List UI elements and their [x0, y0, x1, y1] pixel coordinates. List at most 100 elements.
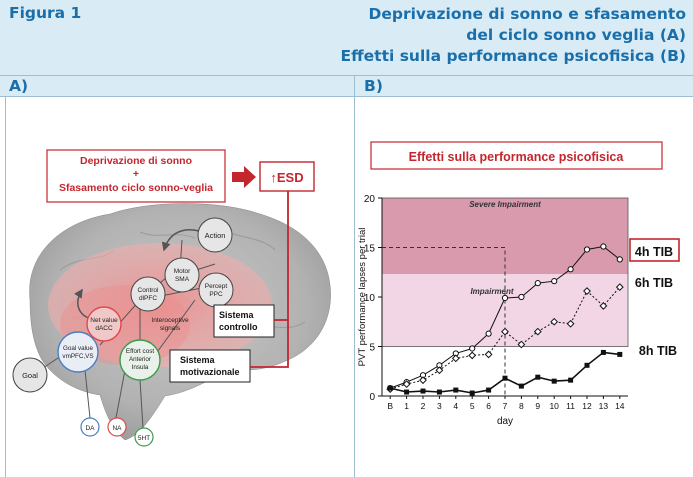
- node-goal-value-label-2: vmPFC,VS: [62, 353, 93, 360]
- system-motivation-label-2: motivazionale: [180, 367, 240, 377]
- data-point: [502, 375, 508, 381]
- node-goal-value: [57, 331, 99, 373]
- data-point: [501, 327, 509, 336]
- x-tick-label: 9: [535, 401, 540, 411]
- interoceptive-label-2: signals: [160, 325, 181, 332]
- node-da-label: DA: [85, 425, 95, 432]
- data-point: [486, 387, 492, 393]
- label-4h: 4h TIB: [635, 245, 673, 259]
- system-control-label-2: controllo: [219, 322, 258, 332]
- left-border: [5, 97, 6, 477]
- header-divider: [0, 75, 693, 76]
- label-8h: 8h TIB: [639, 344, 677, 358]
- figure-label: Figura 1: [9, 4, 82, 22]
- y-tick-label: 20: [364, 194, 376, 205]
- data-point: [551, 278, 558, 285]
- label-4h-box: [629, 238, 680, 262]
- x-tick-label: 2: [421, 401, 426, 411]
- x-tick-label: 1: [404, 401, 409, 411]
- reference-line: [382, 247, 506, 396]
- data-point: [518, 383, 524, 389]
- system-control-label-1: Sistema: [219, 310, 255, 320]
- node-motor-label-2: SMA: [175, 276, 190, 283]
- x-tick-label: 7: [503, 401, 508, 411]
- chart-title-box: [370, 141, 663, 170]
- data-point: [469, 345, 476, 352]
- node-action: [197, 217, 233, 253]
- data-point: [615, 283, 624, 292]
- node-percept-label-2: PPC: [209, 291, 223, 298]
- data-point: [485, 330, 492, 337]
- data-point: [404, 389, 410, 395]
- data-point: [584, 362, 590, 368]
- panel-b-label: B): [355, 76, 693, 96]
- data-point: [501, 294, 509, 302]
- band-severe-label: Severe Impairment: [469, 200, 541, 209]
- cause-plus: +: [133, 168, 139, 180]
- x-tick-label: 8: [519, 401, 524, 411]
- x-tick-label: 5: [470, 401, 475, 411]
- data-point: [533, 327, 542, 336]
- data-point: [484, 350, 493, 359]
- node-percept: [198, 272, 234, 308]
- effect-box: [259, 161, 315, 192]
- y-tick-label: 5: [369, 343, 375, 354]
- data-point: [468, 351, 477, 360]
- data-point: [617, 351, 623, 357]
- data-point: [453, 387, 459, 393]
- x-axis-label: day: [497, 416, 513, 427]
- node-percept-label-1: Percept: [205, 283, 228, 290]
- node-da: [80, 417, 100, 437]
- node-goal-label: Goal: [22, 371, 38, 380]
- cause-effect-arrow: [232, 166, 256, 188]
- chart-title: Effetti sulla performance psicofisica: [409, 150, 625, 164]
- data-point: [534, 280, 541, 287]
- node-motor: [164, 257, 200, 293]
- x-tick-label: 11: [566, 401, 575, 411]
- figure-title-line-1: Deprivazione di sonno e sfasamento: [368, 5, 687, 23]
- data-point: [583, 287, 591, 295]
- data-point: [451, 354, 460, 363]
- node-motor-label-1: Motor: [174, 268, 191, 275]
- y-tick-label: 15: [364, 244, 376, 255]
- cause-line-1: Deprivazione di sonno: [80, 155, 192, 167]
- data-point: [599, 302, 608, 310]
- data-point: [469, 390, 475, 396]
- cause-line-2: Sfasamento ciclo sonno-veglia: [59, 182, 213, 194]
- data-point: [616, 256, 623, 263]
- data-point: [600, 243, 607, 250]
- panel-divider: [354, 76, 355, 477]
- node-control-label-1: Control: [138, 287, 160, 294]
- label-6h: 6h TIB: [635, 276, 673, 290]
- data-point: [551, 378, 557, 384]
- data-point: [568, 377, 574, 383]
- node-goal-value-label-1: Goal value: [63, 345, 94, 352]
- system-motivation-label-1: Sistema: [180, 355, 216, 365]
- x-tick-label: 10: [549, 401, 559, 411]
- data-point: [567, 266, 574, 273]
- data-point: [583, 246, 591, 253]
- node-effort-cost: [119, 339, 161, 381]
- node-goal: [12, 357, 48, 393]
- data-point: [436, 389, 442, 395]
- data-point: [435, 366, 444, 375]
- x-tick-label: 6: [486, 401, 491, 411]
- data-point: [517, 340, 526, 349]
- system-motivation-box: [169, 349, 251, 383]
- x-tick-label: 3: [437, 401, 442, 411]
- data-point: [535, 374, 541, 380]
- node-5ht: [134, 427, 154, 447]
- effect-connector: [250, 191, 289, 368]
- system-control-box: [213, 304, 275, 338]
- node-na: [107, 417, 127, 437]
- y-axis-label: PVT performance lapses per trial: [357, 228, 368, 367]
- node-na-label: NA: [112, 425, 122, 432]
- data-point: [420, 388, 426, 394]
- panel-a-label: A): [0, 76, 354, 96]
- node-net-value-label-1: Net value: [90, 317, 118, 324]
- data-point: [566, 319, 575, 328]
- data-point: [402, 380, 411, 389]
- series-line-1: [390, 286, 621, 390]
- data-point: [518, 293, 525, 301]
- data-point: [419, 376, 427, 385]
